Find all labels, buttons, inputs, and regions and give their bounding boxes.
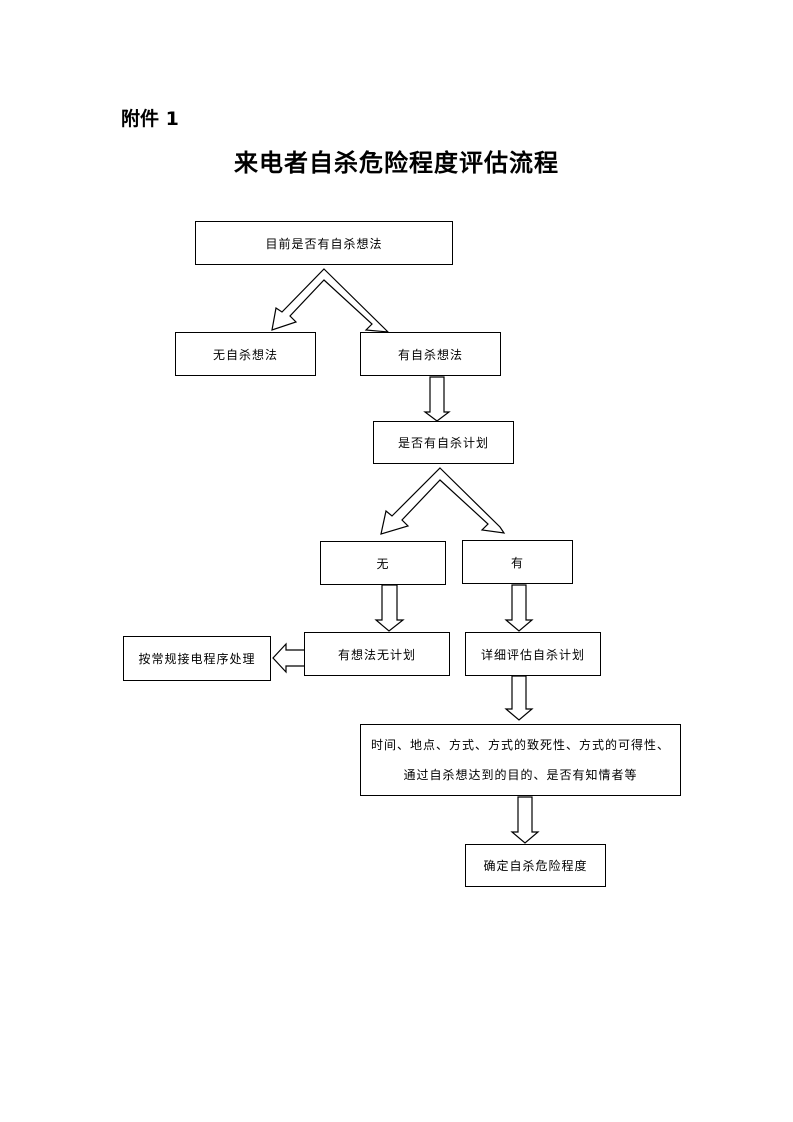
node-has-thoughts: 有自杀想法 xyxy=(360,332,501,376)
attachment-label: 附件 1 xyxy=(121,108,179,130)
node-yes: 有 xyxy=(462,540,573,584)
arrow-split-thoughts xyxy=(271,268,390,333)
node-no: 无 xyxy=(320,541,446,585)
node-assess-plan: 详细评估自杀计划 xyxy=(465,632,601,676)
arrow-split-plan xyxy=(380,467,506,535)
arrow-left xyxy=(272,642,306,674)
node-has-plan-question: 是否有自杀计划 xyxy=(373,421,514,464)
arrow-down-2 xyxy=(374,584,405,632)
node-determine-risk: 确定自杀危险程度 xyxy=(465,844,606,887)
node-current-thoughts: 目前是否有自杀想法 xyxy=(195,221,453,265)
arrow-down-5 xyxy=(510,796,540,844)
node-no-thoughts: 无自杀想法 xyxy=(175,332,316,376)
page-title: 来电者自杀危险程度评估流程 xyxy=(234,148,559,177)
node-plan-details: 时间、地点、方式、方式的致死性、方式的可得性、通过自杀想达到的目的、是否有知情者… xyxy=(360,724,681,796)
node-routine-procedure: 按常规接电程序处理 xyxy=(123,636,271,681)
arrow-down-1 xyxy=(423,376,451,422)
arrow-down-3 xyxy=(504,584,534,632)
arrow-down-4 xyxy=(504,675,534,721)
node-thoughts-no-plan: 有想法无计划 xyxy=(304,632,450,676)
